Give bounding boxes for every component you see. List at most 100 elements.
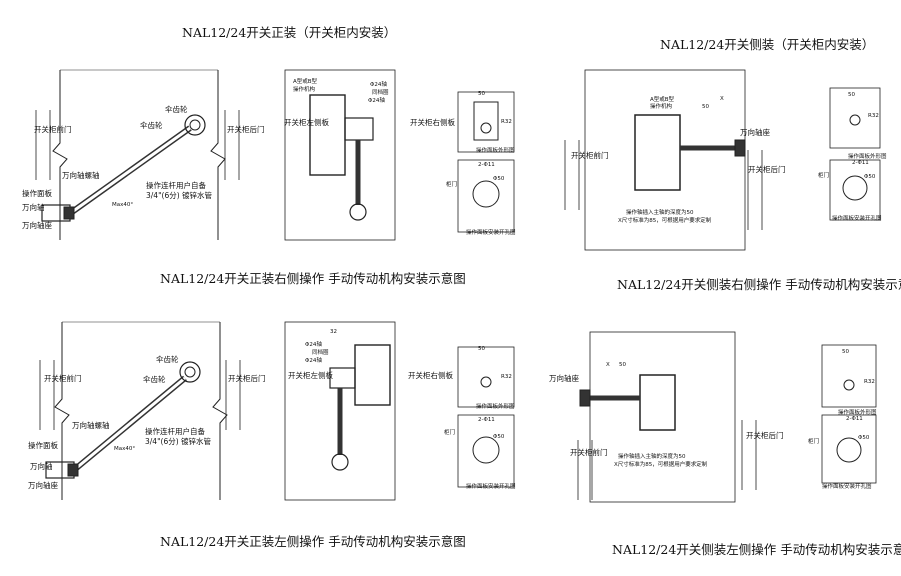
- label-rear-door-4: 开关柜后门: [746, 431, 784, 440]
- q2-depth-note-2: X尺寸标准为85，可根据用户要求定制: [618, 218, 712, 224]
- label-mech-type-2: A型或B型: [650, 97, 675, 103]
- q3-bevel-gear: [179, 361, 201, 383]
- q1-bevel-gear: [184, 114, 206, 136]
- label-ujoint-seat: 万向轴座: [22, 221, 52, 230]
- label-front-door-2: 开关柜前门: [571, 151, 609, 160]
- label-pipe-collar: 同档圈: [372, 90, 389, 96]
- label-user-pipe-3: 操作连杆用户自备: [145, 427, 205, 436]
- q2-panel-hole: [849, 114, 861, 126]
- label-bevel-gear-box: 伞齿轮: [165, 105, 188, 114]
- label-ujoint-seat-2: 万向轴座: [740, 128, 770, 137]
- label-d24-shaft-2: Φ24轴: [368, 98, 385, 104]
- q4-outline-frame: [821, 344, 877, 408]
- q1-drive-pipe-inner: [71, 126, 191, 214]
- q2-r32: R32: [868, 113, 879, 119]
- q1-bottom-gear: [349, 203, 367, 221]
- q2-depth-note-1: 操作轴插入主轴的深度为50: [626, 210, 694, 216]
- q4-dim-50: 50: [619, 362, 626, 368]
- q3-rear-door-panel: [225, 360, 241, 430]
- q2-outline-frame: [829, 87, 881, 149]
- label-rear-door-2: 开关柜后门: [748, 165, 786, 174]
- q3-dim-32: 32: [330, 329, 337, 335]
- label-pipe-spec-3: 3/4"(6分) 镀锌水管: [145, 437, 212, 446]
- label-ujoint: 万向轴: [22, 203, 45, 212]
- caption-front-left: NAL12/24开关正装左侧操作 手动传动机构安装示意图: [160, 534, 466, 549]
- q2-panel-outline: 操作面板外形图: [848, 154, 887, 160]
- q1-front-door-wall: [52, 70, 68, 240]
- label-mech-type: A型或B型: [293, 79, 318, 85]
- label-front-door-3: 开关柜前门: [44, 374, 82, 383]
- q3-dim-2-11: 2-Φ11: [478, 417, 495, 423]
- q1-panel-cutout: 操作面板安装开孔图: [466, 230, 516, 236]
- q3-panel-outline: 操作面板外形图: [476, 404, 515, 410]
- q3-front-door-wall: [54, 322, 70, 500]
- q1-panel-hole: [480, 122, 492, 134]
- label-front-door-4: 开关柜前门: [570, 448, 608, 457]
- q2-small-dim-50: 50: [848, 92, 855, 98]
- q2-dim-2-11: 2-Φ11: [852, 160, 869, 166]
- q4-small-dim-50: 50: [842, 349, 849, 355]
- q1-ujoint: [63, 206, 75, 220]
- q3-r32: R32: [501, 374, 512, 380]
- q4-panel-outline: 操作面板外形图: [838, 410, 877, 416]
- label-left-panel: 开关柜左侧板: [284, 118, 329, 127]
- caption-side-right: NAL12/24开关侧装右侧操作 手动传动机构安装示意图: [617, 277, 901, 292]
- q3-ujoint: [67, 463, 79, 477]
- q4-door: 柜门: [808, 439, 820, 445]
- q1-mechanism: [309, 94, 346, 176]
- q4-dim-2-11: 2-Φ11: [846, 416, 863, 422]
- label-ujoint-rod-3: 万向轴螺轴: [72, 421, 110, 430]
- q3-dim-50: 50: [478, 346, 485, 352]
- q4-depth-note-2: X尺寸标准为85，可根据用户要求定制: [614, 462, 708, 468]
- label-user-pipe: 操作连杆用户自备: [146, 181, 206, 190]
- q3-bevel-gear-hub: [184, 366, 196, 378]
- label-op-panel-3: 操作面板: [28, 441, 58, 450]
- label-mech-2: 操作机构: [650, 104, 673, 110]
- q4-front-door-panel: [577, 440, 593, 500]
- label-left-panel-3: 开关柜左侧板: [288, 371, 333, 380]
- label-bevel-gear: 伞齿轮: [140, 121, 163, 130]
- q3-d24-2: Φ24轴: [305, 358, 322, 364]
- label-bevel-gear-3: 伞齿轮: [143, 375, 166, 384]
- q1-door: 柜门: [446, 182, 458, 188]
- q3-outline-frame: [457, 346, 515, 408]
- label-ujoint-seat-3: 万向轴座: [28, 481, 58, 490]
- q1-dim-2-11: 2-Φ11: [478, 162, 495, 168]
- label-mech: 操作机构: [293, 87, 316, 93]
- q4-panel-hole: [843, 379, 855, 391]
- q4-mechanism: [639, 374, 676, 431]
- q3-d50: Φ50: [493, 434, 505, 440]
- q2-panel-cutout: 操作面板安装开孔图: [832, 216, 882, 222]
- q2-d50: Φ50: [864, 174, 876, 180]
- label-ujoint-rod: 万向轴螺轴: [62, 171, 100, 180]
- q2-ujoint-seat: [734, 139, 746, 157]
- q1-front-door-panel: [35, 110, 51, 180]
- label-front-door: 开关柜前门: [34, 125, 72, 134]
- q3-bottom-gear: [331, 453, 349, 471]
- q1-outline-frame: [457, 91, 515, 153]
- title-front-mount: NAL12/24开关正装（开关柜内安装）: [182, 25, 397, 40]
- q2-cutout-frame: [829, 159, 881, 221]
- q3-panel-box: [284, 321, 396, 501]
- q3-mechanism: [354, 344, 391, 406]
- q2-dim-x: X: [720, 96, 724, 102]
- q2-door: 柜门: [818, 173, 830, 179]
- caption-side-left: NAL12/24开关侧装左侧操作 手动传动机构安装示意图: [612, 542, 901, 557]
- label-op-panel: 操作面板: [22, 189, 52, 198]
- q2-dim-50: 50: [702, 104, 709, 110]
- q4-cutout-circle: [836, 437, 862, 463]
- caption-front-right: NAL12/24开关正装右侧操作 手动传动机构安装示意图: [160, 271, 466, 286]
- q3-panel-cutout: 操作面板安装开孔图: [466, 484, 516, 490]
- q3-door: 柜门: [444, 430, 456, 436]
- label-max-angle-3: Max40°: [114, 446, 136, 452]
- q4-frame: [589, 331, 736, 503]
- label-pipe-spec: 3/4"(6分) 镀锌水管: [146, 191, 213, 200]
- q3-d24: Φ24轴: [305, 342, 322, 348]
- label-rear-door-3: 开关柜后门: [228, 374, 266, 383]
- q2-frame: [584, 69, 746, 251]
- q3-panel-hole: [480, 376, 492, 388]
- q1-d50: Φ50: [493, 176, 505, 182]
- q1-bevel-gear-hub: [189, 119, 201, 131]
